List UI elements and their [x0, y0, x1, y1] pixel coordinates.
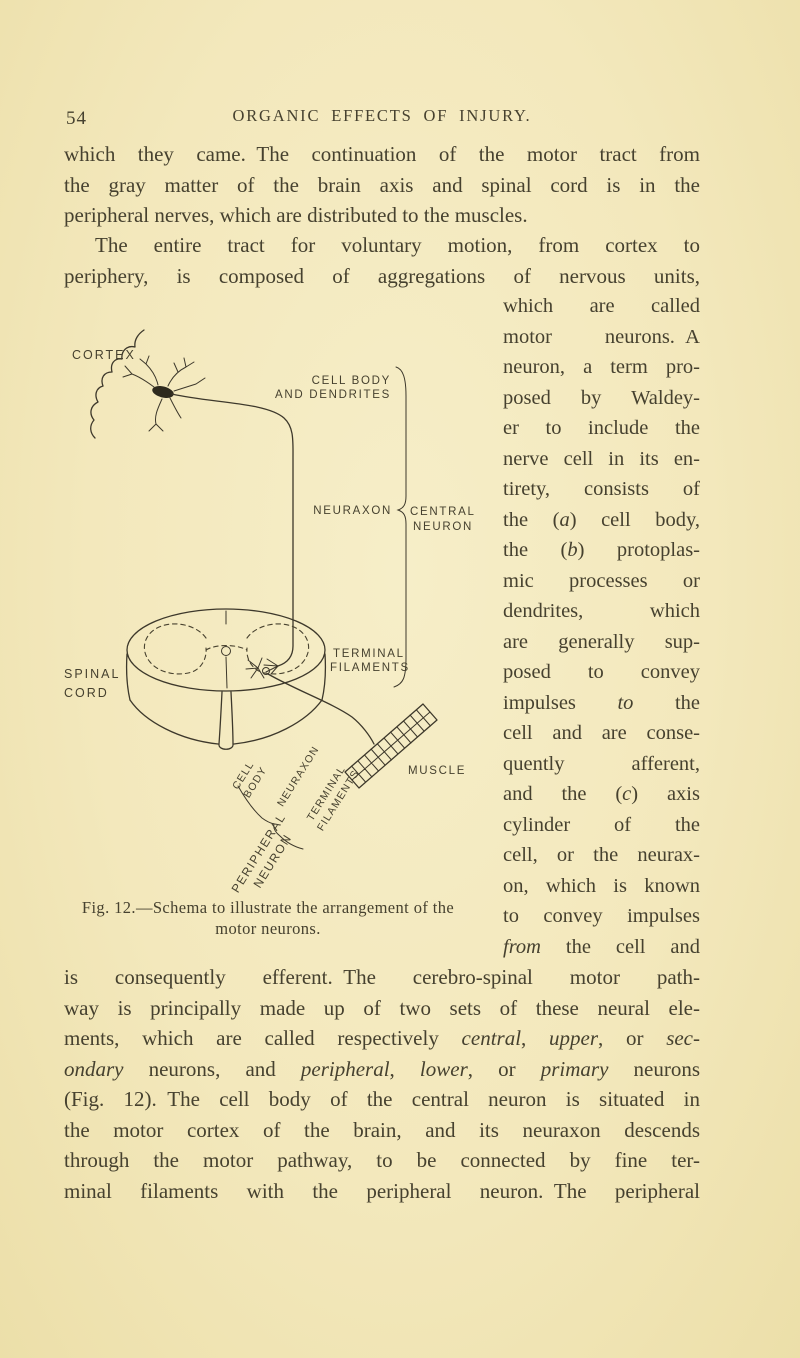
posterior-median-line	[225, 610, 228, 689]
text-line: posed to convey	[503, 661, 700, 683]
page-number: 54	[66, 108, 87, 129]
text-line: neuron, a term pro-	[503, 356, 700, 378]
peripheral-axon	[267, 673, 375, 745]
paragraph-1: which they came. The continuation of the…	[64, 139, 700, 231]
text-line: cylinder of the	[503, 813, 700, 836]
text-line: the (a) cell body,	[503, 508, 701, 531]
neuraxon-path	[171, 393, 294, 667]
text-line: is consequently efferent. The cerebro-sp…	[64, 965, 700, 989]
figure-12-schema: CORTEX CELL BODY AND DENDRITES NEURAXON …	[64, 329, 476, 938]
cortex-outline	[90, 329, 145, 439]
gray-commissure	[205, 644, 248, 651]
spinal-cord-label-2: CORD	[64, 686, 109, 700]
peripheral-soma	[262, 667, 270, 675]
figure-caption-line-2: motor neurons.	[215, 919, 321, 938]
text-line: peripheral nerves, which are distributed…	[64, 203, 528, 227]
text-line: nerve cell in its en-	[503, 447, 700, 470]
text-line: dendrites, which	[503, 600, 700, 622]
text-line: The entire tract for voluntary motion, f…	[95, 233, 700, 257]
text-line: cell, or the neurax-	[503, 844, 700, 866]
spinal-cord-label-1: SPINAL	[64, 667, 120, 681]
central-cell-body	[152, 386, 174, 398]
cell-body-label-2: AND DENDRITES	[275, 389, 391, 401]
text-line: are generally sup-	[503, 630, 700, 653]
text-line: periphery, is composed of aggregations o…	[64, 263, 700, 288]
figure-caption-line-1: Fig. 12.—Schema to illustrate the arrang…	[82, 898, 454, 917]
text-line: through the motor pathway, to be connect…	[64, 1148, 700, 1172]
text-line: tirety, consists of	[503, 478, 700, 500]
text-line: way is principally made up of two sets o…	[64, 995, 700, 1020]
terminal-filaments-label-2: FILAMENTS	[330, 662, 410, 674]
text-line: which are called	[503, 295, 700, 317]
central-neuron-label-1: CENTRAL	[410, 506, 476, 518]
text-line: the (b) protoplas-	[503, 539, 701, 561]
central-neuron-label-2: NEURON	[413, 521, 473, 533]
muscle-striations	[351, 709, 431, 783]
text-line: quently afferent,	[503, 752, 700, 775]
cell-body-label-1: CELL BODY	[312, 375, 391, 387]
text-line: to convey impulses	[503, 905, 700, 927]
terminal-filaments-label-1: TERMINAL	[333, 648, 405, 660]
spinal-cord-sides	[125, 653, 327, 701]
text-line: ments, which are called respectively cen…	[64, 1026, 700, 1050]
running-head: ORGANIC EFFECTS OF INJURY.	[232, 106, 532, 125]
text-line: cell and are conse-	[503, 722, 700, 744]
gray-matter-right-wing	[246, 623, 310, 675]
peripheral-neuron-brace	[237, 785, 304, 850]
text-line: mic processes or	[503, 569, 700, 592]
text-line: ondary neurons, and peripheral, lower, o…	[64, 1056, 700, 1081]
muscle-label: MUSCLE	[408, 765, 466, 777]
text-line: posed by Waldey-	[503, 386, 700, 409]
text-line: and the (c) axis	[503, 783, 700, 805]
text-line: (Fig. 12). The cell body of the central …	[64, 1087, 700, 1111]
text-line: er to include the	[503, 417, 700, 439]
text-line: minal filaments with the peripheral neur…	[64, 1178, 700, 1203]
text-line: which they came. The continuation of the…	[64, 142, 700, 166]
terminal-filaments-spray	[263, 658, 279, 675]
cortex-label: CORTEX	[72, 348, 136, 362]
paragraph-2: The entire tract for voluntary motion, f…	[64, 230, 700, 291]
text-line: the gray matter of the brain axis and sp…	[64, 172, 700, 197]
paragraph-3: is consequently efferent. The cerebro-sp…	[64, 962, 700, 1206]
text-line: on, which is known	[503, 874, 700, 897]
text-line: the motor cortex of the brain, and its n…	[64, 1117, 700, 1142]
central-dendrites	[122, 355, 206, 432]
central-neuron-brace	[393, 366, 407, 688]
spinal-cord-top	[126, 608, 326, 692]
text-line: impulses to the	[503, 691, 700, 714]
peripheral-cell-body	[245, 657, 265, 679]
anterior-fissure	[218, 691, 234, 750]
spinal-cord-bottom	[129, 699, 323, 745]
gray-matter-left-wing	[143, 623, 207, 675]
text-line: from the cell and	[503, 935, 700, 958]
neuraxon-label: NEURAXON	[313, 505, 392, 517]
column-text: which are called motor neurons. A neuron…	[503, 291, 700, 962]
central-canal	[221, 646, 231, 656]
text-line: motor neurons. A	[503, 325, 700, 348]
